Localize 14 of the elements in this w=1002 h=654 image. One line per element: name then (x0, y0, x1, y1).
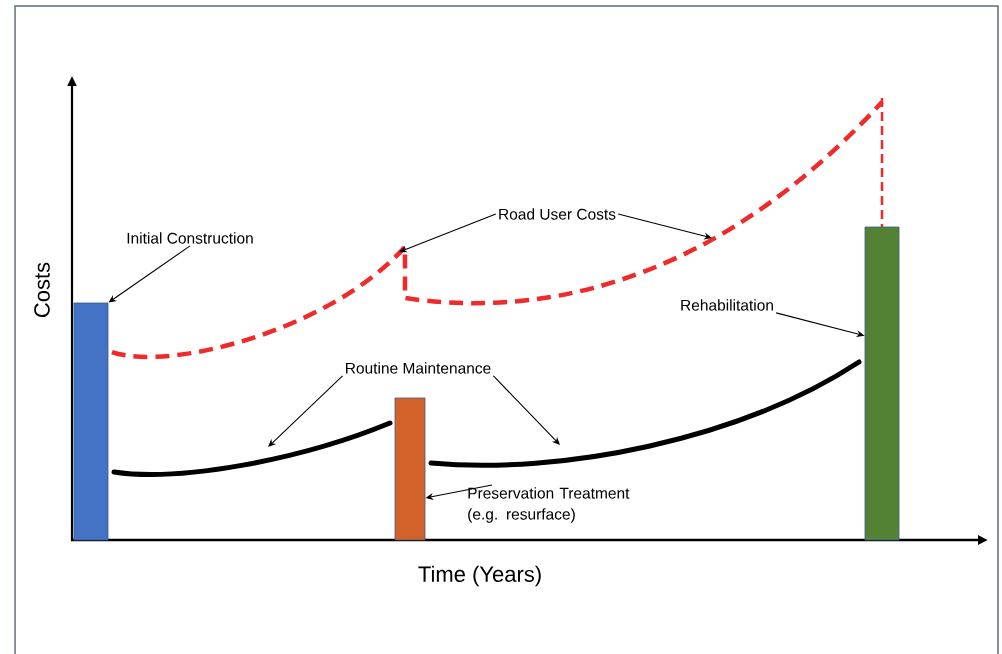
axis-title: Costs (34, 262, 50, 317)
callout-text: Rehabilitation (681, 299, 773, 311)
callout-text: Preservation Treatment (e.g. resurface) (468, 487, 630, 523)
axis-title: Time (Years) (418, 565, 541, 587)
cost-bar (394, 397, 426, 541)
cost-bar (864, 226, 900, 541)
callout-text: Road User Costs (499, 208, 616, 220)
callout-text: Initial Construction (127, 232, 253, 244)
callout-text: Routine Maintenance (346, 362, 491, 374)
leader-arrow (492, 375, 560, 445)
cost-bar (73, 302, 109, 541)
leader-arrow (268, 375, 344, 447)
leader-arrow (617, 213, 712, 240)
leader-arrow (399, 213, 497, 253)
